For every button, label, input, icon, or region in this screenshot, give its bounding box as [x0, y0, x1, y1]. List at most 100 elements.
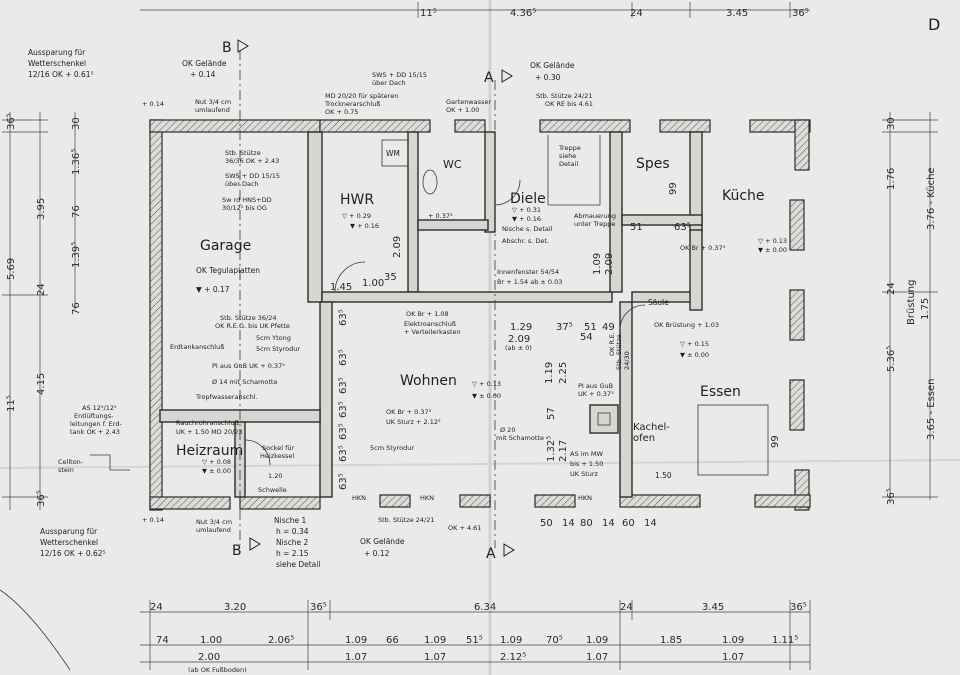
wall-south-1: [149, 496, 231, 510]
dim-bottom1-6: 3.45: [702, 602, 724, 613]
wall-east-4: [789, 379, 805, 431]
note-phi20-2: mit Schamotte: [496, 434, 544, 442]
note-ok-gelaende-bottom: OK Gelände: [360, 537, 405, 546]
dim-inner-28: 63⁵: [338, 309, 349, 326]
note-pi-gub-2: PI aus GuB: [578, 382, 613, 390]
dim-inner-32: 63⁵: [338, 423, 349, 440]
dim-inner-20: 14: [602, 518, 615, 529]
dim-inner-18: 14: [562, 518, 575, 529]
section-marker-a-bottom: A: [486, 546, 496, 562]
note-gartenwasser-2: OK + 1.00: [446, 106, 479, 114]
dim-top-3: 24: [630, 8, 643, 19]
note-innenfenster-2: Br + 1.54 ab ± 0.03: [497, 278, 562, 286]
room-wohnen: Wohnen: [400, 373, 457, 389]
room-wm: WM: [386, 149, 400, 158]
note-innenfenster: Innenfenster 54/54: [497, 268, 559, 276]
note-sws-dd-top-2: über Dach: [372, 79, 406, 87]
note-styrodur-mid: 5cm Styrodur: [370, 444, 414, 452]
note-pi-gub: PI aus GuB UK + 0.37⁵: [212, 362, 285, 370]
note-ok-tegula: OK Tegulaplatten: [196, 266, 260, 275]
wall-south-6: [619, 494, 701, 508]
level-wc: + 0.37⁵: [428, 212, 453, 220]
note-entlueftung-4: tank OK + 2.43: [70, 428, 120, 436]
wall-east-2: [789, 199, 805, 251]
dim-top-2: 4.36⁵: [510, 8, 536, 19]
dim-inner-11: 2.17: [558, 440, 569, 462]
note-as-mw-3: UK Sturz: [570, 470, 599, 478]
note-elektro: Elektroanschluß: [404, 320, 456, 328]
dim-bottom1-5: 24: [620, 602, 633, 613]
room-kueche: Küche: [722, 188, 765, 204]
note-sockel: Sockel für: [262, 444, 294, 452]
note-ok-br-108: OK Br + 1.08: [406, 310, 449, 318]
wall-north-hwr: [319, 119, 431, 133]
dim-inner-1: 1.29: [510, 322, 532, 333]
dim-ticks: [2, 2, 938, 670]
note-celltonstein-2: stein: [58, 466, 74, 474]
dim-right-5: 3.65 - Essen: [926, 379, 937, 440]
dim-left-9: 24: [36, 283, 47, 296]
dim-inner-16: 63⁵: [674, 222, 691, 233]
note-stb-stuetze-bottom: Stb. Stütze 24/21: [378, 516, 435, 524]
dim-right-2: 1.76: [886, 168, 897, 190]
dim-inner-12: 1.09: [592, 253, 603, 275]
dim-left-3: 5.69: [6, 258, 17, 280]
dim-top-1: 11⁵: [420, 8, 437, 19]
note-nut-top-2: umlaufend: [195, 106, 230, 114]
dim-bottom3-2: 1.07: [345, 652, 367, 663]
note-abmauerung: Abmauerung: [574, 212, 616, 220]
note-ok-tegula-2: ▼ + 0.17: [196, 285, 230, 294]
dim-bottom2-11: 1.85: [660, 635, 682, 646]
note-ok-gelaende-top: OK Gelände: [530, 61, 575, 70]
dim-left-5: 11⁵: [6, 395, 17, 412]
wall-south-5: [534, 494, 576, 508]
dim-inner-4: 51: [584, 322, 597, 333]
note-rauchrohr-2: UK + 1.50 MD 20/23: [176, 428, 243, 436]
room-garage: Garage: [200, 238, 251, 254]
note-erdtank: Erdtankanschluß: [170, 343, 224, 351]
dim-right-4: 5.36⁵: [886, 346, 897, 372]
note-styrodur: 5cm Styrodur: [256, 345, 300, 353]
cellton-step: [90, 454, 130, 471]
dim-right-6: Brüstung: [906, 280, 917, 325]
room-spes: Spes: [636, 156, 670, 172]
kachelofen-bench: [697, 404, 769, 476]
wall-garage-hwr: [307, 131, 323, 303]
note-ok-gelaende-bottom-val: + 0.12: [364, 549, 390, 558]
dim-bottom3-6: 1.07: [722, 652, 744, 663]
dim-bottom2-9: 70⁵: [546, 635, 563, 646]
dim-bottom2-7: 51⁵: [466, 635, 483, 646]
wm-box: [381, 139, 409, 167]
note-tropfwasser: Tropfwasseranschl.: [195, 393, 258, 401]
dim-inner-24: 1.45: [330, 282, 352, 293]
section-marker-a-top: A: [484, 70, 494, 86]
note-md-top-3: OK + 0.75: [325, 108, 358, 116]
dim-bottom3-3: 1.07: [424, 652, 446, 663]
section-arrow-a-top: [501, 69, 513, 83]
dim-bottom3-5: 1.07: [586, 652, 608, 663]
note-stb-stuetze-mid: Stb. Stütze 36/24: [220, 314, 277, 322]
note-nut-bottom: Nut 3/4 cm: [196, 518, 232, 526]
note-fussbodenhoehe: + 0.14: [142, 100, 164, 108]
note-sws-dd-garage-2: über Dach: [225, 180, 259, 188]
dim-inner-2: 2.09: [508, 334, 530, 345]
dim-left-7: 1.36⁵: [71, 149, 82, 175]
note-abmauerung-2: unter Treppe: [574, 220, 615, 228]
note-schwelle: Schwelle: [258, 486, 287, 494]
dim-top-5: 36⁵: [792, 8, 809, 19]
dim-inner-33: 63⁵: [338, 445, 349, 462]
note-ok-lvl-garage: + 0.14: [142, 516, 164, 524]
dim-right-9: 1.75: [920, 298, 931, 320]
dim-inner-9: 57: [546, 407, 557, 420]
dim-bottom2-10: 1.09: [586, 635, 608, 646]
note-entlueftung-2: Entlüftungs-: [74, 412, 114, 420]
note-treppe-3: Detail: [559, 160, 578, 168]
note-gartenwasser: Gartenwasser: [446, 98, 491, 106]
note-stuetze-essen-2: 24/30: [623, 351, 631, 370]
level-hwr-1: ▽ + 0.29: [342, 212, 371, 220]
note-ab-ok: (ab ± 0): [505, 344, 532, 352]
note-stb-stuetze-mid-2: OK R.E.G. bis UK Pfette: [215, 322, 290, 330]
note-stuetze-essen-3: OK R.E.: [608, 332, 616, 356]
door-arc: [334, 261, 366, 293]
